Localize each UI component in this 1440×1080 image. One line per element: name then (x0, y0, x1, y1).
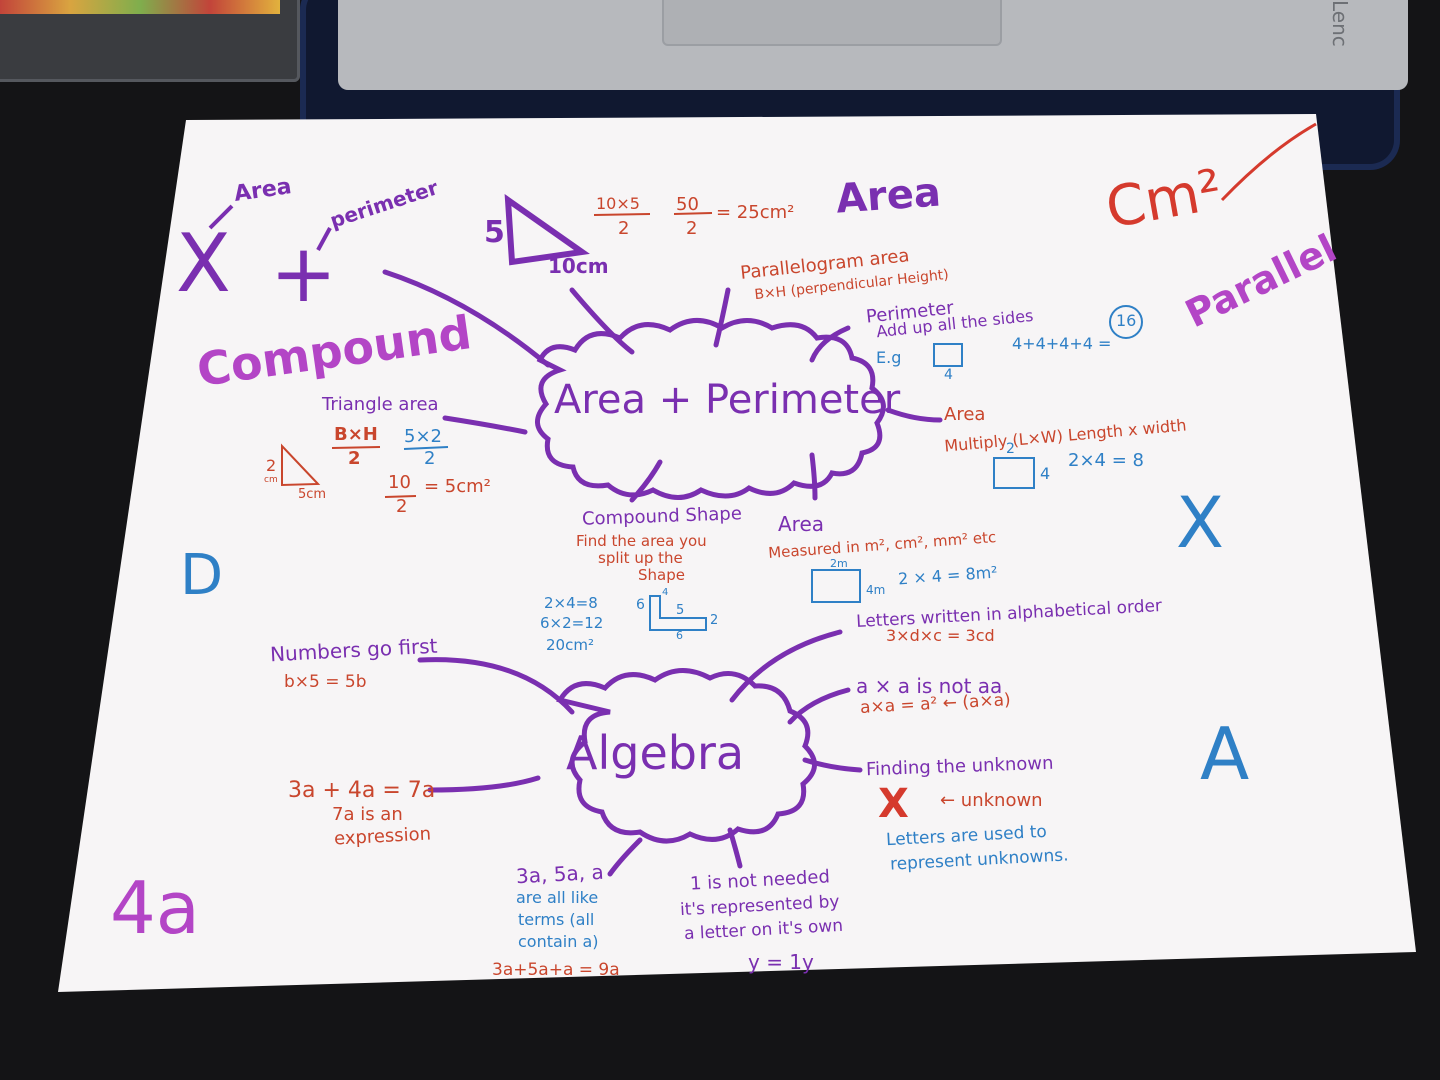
calc-result: = 25cm² (716, 202, 795, 223)
compound-calc2: 6×2=12 (540, 614, 604, 632)
compound-line2: split up the (598, 549, 683, 567)
perimeter-eg: E.g (876, 348, 902, 367)
like-terms-line2: terms (all (518, 910, 595, 929)
cloud-algebra (556, 668, 817, 844)
area-units-top: 2m (830, 557, 848, 570)
colored-pens-strip (0, 0, 280, 14)
tri-result: = 5cm² (424, 476, 491, 497)
calc-den2: 2 (686, 218, 698, 239)
spoke-4 (809, 325, 851, 363)
compound-calc3: 20cm² (546, 636, 594, 654)
like-terms-line3: contain a) (518, 932, 599, 951)
tri-frac-bar-1 (331, 446, 381, 449)
tri-r-num: 10 (388, 472, 411, 493)
topic-area-perimeter: Area + Perimeter (554, 377, 901, 423)
spoke-a3 (787, 687, 851, 725)
tri-e-den: 2 (424, 448, 436, 469)
calc-num1: 10×5 (596, 194, 640, 213)
cloud-area-perimeter (535, 318, 886, 500)
spoke-8 (442, 415, 528, 435)
tri-h-unit: cm (264, 475, 278, 485)
letter-x: X (1176, 482, 1224, 564)
tri-r-den: 2 (396, 496, 408, 517)
perimeter-square (933, 343, 963, 367)
one-example: y = 1y (748, 950, 814, 974)
compound-d2: 2 (710, 613, 719, 628)
tri-b: 5cm (298, 487, 327, 502)
triangle-base: 10cm (548, 254, 609, 278)
like-terms-line1: are all like (516, 888, 599, 907)
numbers-first-example: b×5 = 5b (284, 672, 367, 692)
tri-frac-bar-2 (403, 446, 449, 450)
frac-bar-1 (593, 213, 651, 216)
spoke-1 (382, 269, 551, 368)
spoke-a5 (427, 775, 541, 793)
expression-line2: expression (333, 823, 432, 850)
paper-sheet (58, 114, 1416, 992)
letters-order-example: 3×d×c = 3cd (886, 626, 995, 645)
compound-d4: 4 (662, 587, 669, 598)
area-units-rect (811, 569, 861, 603)
unknown-arrow-label: ← unknown (940, 790, 1043, 811)
perimeter-side: 4 (944, 367, 953, 383)
tri-e-num: 5×2 (404, 426, 442, 447)
compound-line1: Find the area you (576, 532, 707, 550)
a-times-a-title: a × a is not aa (856, 674, 1003, 698)
topic-algebra: Algebra (566, 726, 745, 780)
area-units-side: 4m (866, 583, 886, 597)
area-rect-calc: 2×4 = 8 (1068, 450, 1144, 471)
word-area-right: Area (834, 169, 943, 223)
spoke-a4 (802, 757, 863, 773)
spoke-7 (629, 459, 663, 503)
frac-bar-2 (673, 212, 713, 215)
tri-f-num: B×H (334, 424, 378, 445)
perimeter-total: 16 (1116, 311, 1137, 330)
spoke-a6 (727, 827, 743, 869)
tri-f-den: 2 (348, 448, 361, 469)
plus-symbol: + (270, 227, 338, 320)
compound-calc1: 2×4=8 (544, 594, 598, 612)
tick-perimeter (316, 227, 332, 251)
spoke-5 (885, 407, 943, 423)
area-rect-right: 4 (1040, 464, 1051, 483)
letter-a: A (1200, 712, 1250, 796)
triangle-area-title: Triangle area (322, 394, 439, 415)
triangle-drawing (504, 193, 590, 266)
spoke-2 (569, 287, 635, 355)
laptop-touchpad (662, 0, 1002, 46)
small-triangle (281, 443, 321, 487)
calc-den1: 2 (618, 218, 630, 239)
area-units-title: Area (778, 512, 825, 536)
spoke-a1 (417, 657, 575, 715)
tick-area (208, 204, 234, 230)
calc-num2: 50 (676, 194, 699, 215)
compound-d6b: 6 (676, 629, 683, 642)
like-terms-sum: 3a+5a+a = 9a (492, 960, 620, 980)
red-pen-stroke (1220, 122, 1317, 202)
word-4a: 4a (110, 866, 200, 950)
compound-line3: Shape (638, 566, 685, 584)
letter-d: D (180, 543, 224, 608)
compound-d5: 5 (676, 603, 685, 618)
spoke-a2 (729, 629, 843, 703)
times-symbol: X (176, 217, 231, 310)
expression-line1: 7a is an (332, 804, 403, 825)
tri-frac-bar-3 (384, 495, 417, 498)
perimeter-sum: 4+4+4+4 = (1012, 334, 1112, 353)
spoke-a7 (607, 837, 643, 877)
perimeter-total-circle (1109, 305, 1143, 339)
area-rectangle (993, 457, 1035, 489)
triangle-side: 5 (484, 215, 505, 250)
spoke-6 (809, 452, 818, 501)
area-rect-title: Area (944, 404, 986, 425)
tri-h: 2 (266, 456, 277, 475)
spoke-3 (713, 287, 731, 348)
expression-calc: 3a + 4a = 7a (288, 778, 436, 803)
compound-shape (649, 595, 707, 631)
unknown-symbol: X (878, 781, 909, 827)
like-terms-list: 3a, 5a, a (515, 859, 605, 889)
area-rect-top: 2 (1006, 441, 1015, 457)
compound-d6: 6 (636, 597, 645, 613)
